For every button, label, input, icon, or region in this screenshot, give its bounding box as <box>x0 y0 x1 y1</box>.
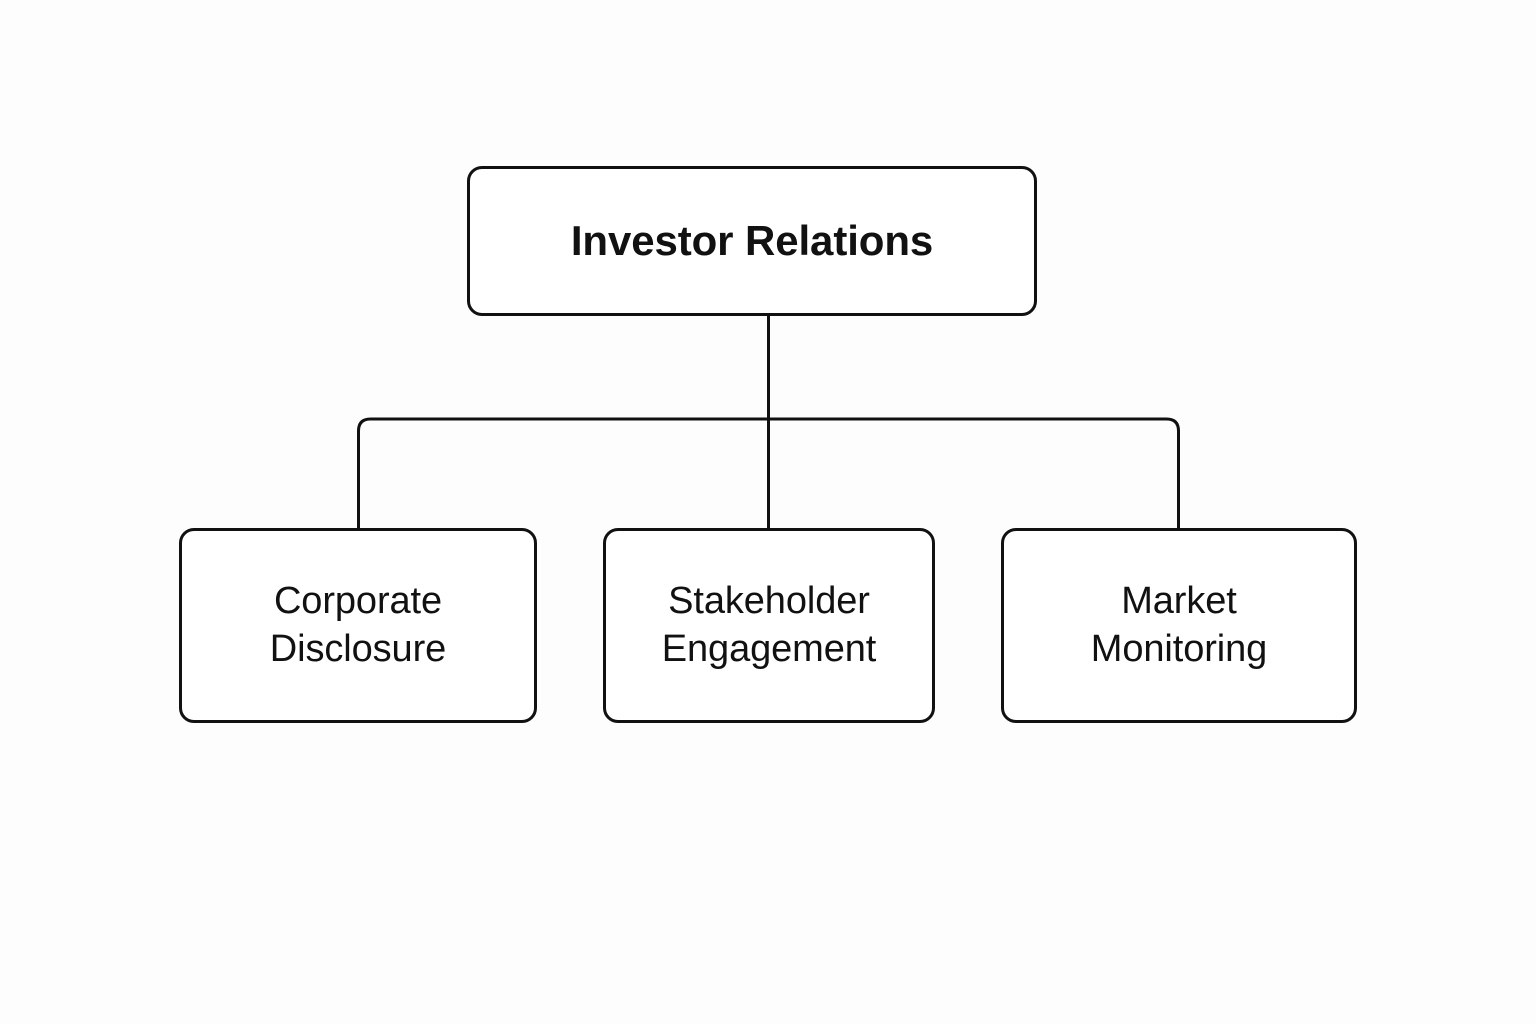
org-node-stakeholder-engagement-label: Stakeholder Engagement <box>661 580 877 670</box>
org-node-market-monitoring-label: Market Monitoring <box>1090 580 1268 670</box>
connector-bus-left <box>357 417 769 529</box>
org-node-root[interactable]: Investor Relations <box>467 166 1037 316</box>
connector-bus-right <box>768 417 1180 529</box>
org-node-corporate-disclosure[interactable]: Corporate Disclosure <box>179 528 537 723</box>
org-node-root-label: Investor Relations <box>570 217 934 265</box>
org-node-market-monitoring[interactable]: Market Monitoring <box>1001 528 1357 723</box>
org-node-corporate-disclosure-label: Corporate Disclosure <box>269 580 447 670</box>
org-node-stakeholder-engagement[interactable]: Stakeholder Engagement <box>603 528 935 723</box>
